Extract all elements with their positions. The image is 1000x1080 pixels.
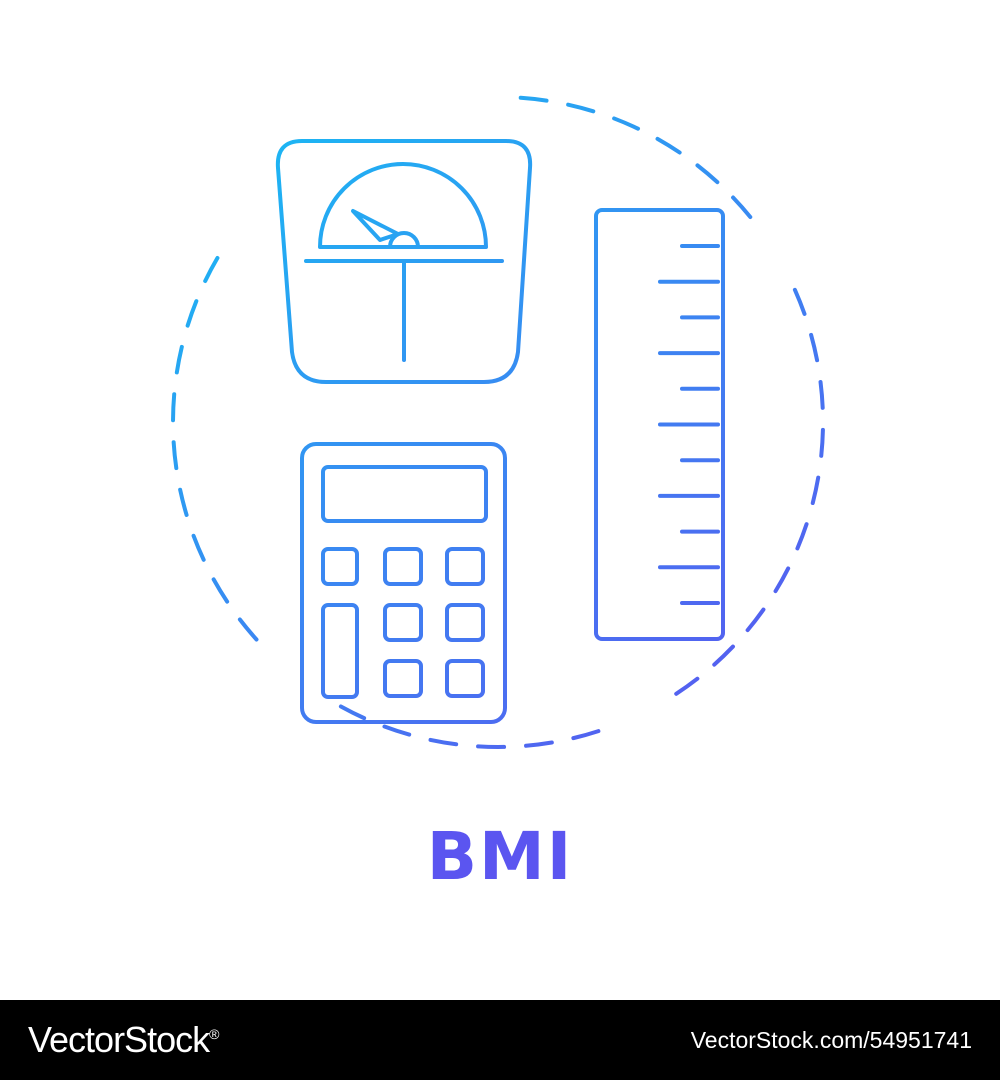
bmi-illustration [171,95,825,749]
weighing-scale-icon [275,139,533,384]
vectorstock-logo: VectorStock® [28,1019,219,1060]
dashed-circle-arc [673,287,825,697]
dashed-circle-arc [171,247,259,642]
dashed-circle-arc [518,95,760,229]
bmi-title: BMI [426,818,574,895]
ruler-icon [594,208,725,641]
image-id-label: VectorStock.com/54951741 [690,1026,972,1053]
watermark-bar: VectorStock® VectorStock.com/54951741 [0,1000,1000,1080]
dashed-circle [171,95,825,749]
dashed-circle-arc [323,695,601,749]
calculator-icon [300,442,507,724]
